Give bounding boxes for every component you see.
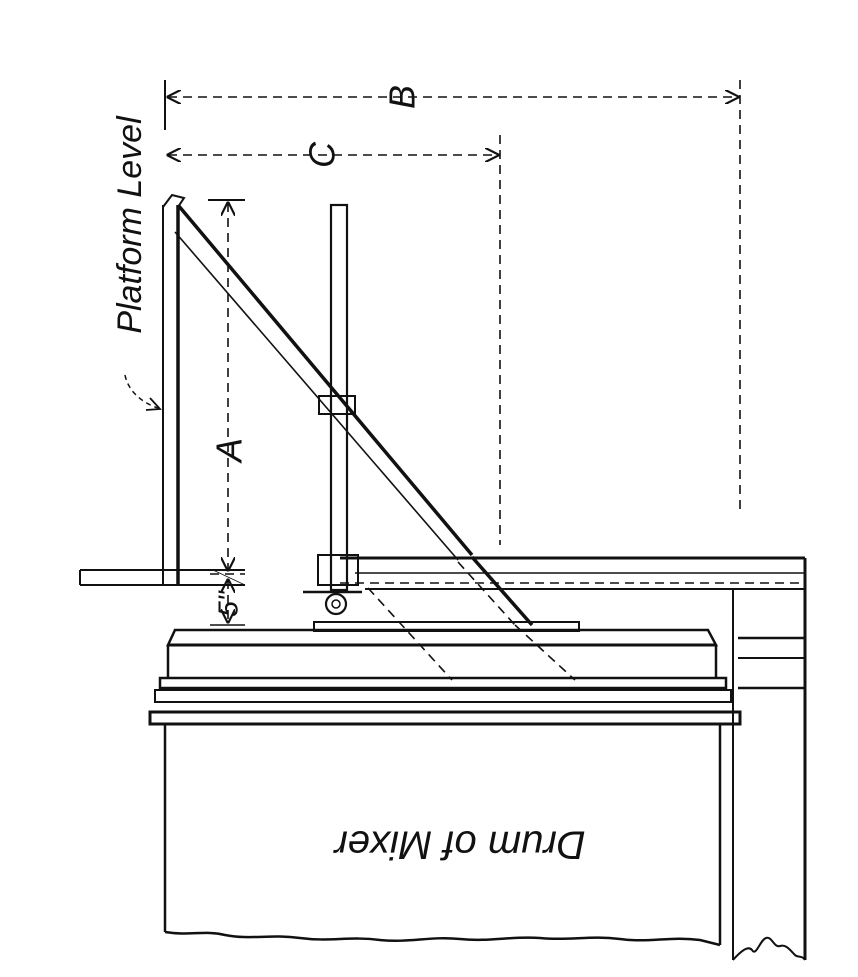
dim-5in-label: 5" — [212, 590, 243, 617]
platform-level-label: Platform Level — [111, 115, 149, 334]
dimension-5in: 5" — [210, 580, 245, 626]
drum-label: Drum of Mixer — [333, 822, 586, 866]
ground-break-line — [732, 936, 806, 961]
dim-c-label: C — [302, 141, 343, 168]
dimension-c: C — [168, 135, 501, 545]
platform-post — [162, 193, 186, 585]
dim-b-label: B — [382, 85, 423, 109]
diagonal-chute — [174, 203, 576, 681]
mixer-drum: Drum of Mixer — [148, 621, 742, 947]
drum-break-line — [164, 930, 721, 947]
mixer-frame-beam — [340, 556, 807, 960]
dimension-b: B — [164, 80, 741, 515]
dim-a-label: A — [209, 438, 250, 464]
platform-level-arrowhead — [145, 397, 162, 411]
dimension-a: A — [208, 199, 250, 575]
rod-pin — [324, 592, 348, 616]
vertical-rod — [303, 203, 362, 616]
platform-level-leader — [124, 374, 159, 409]
